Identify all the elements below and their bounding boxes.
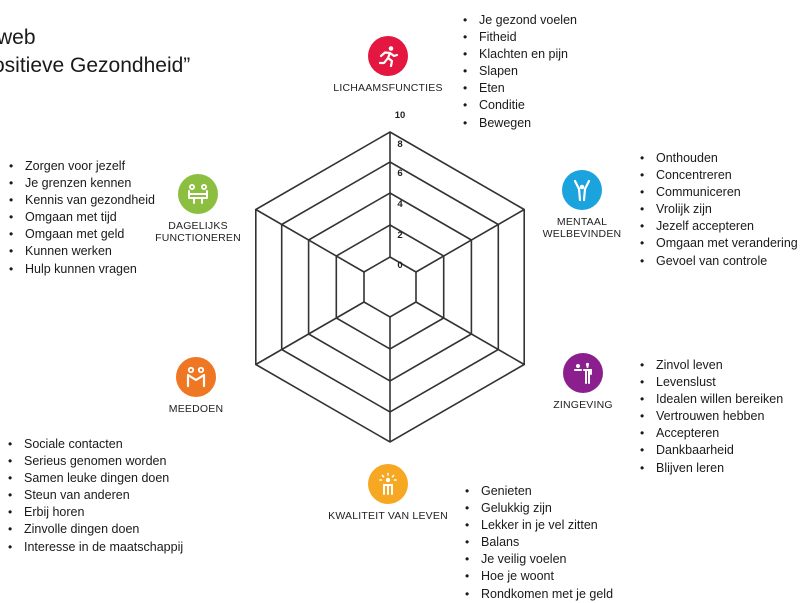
list-item: Slapen [460, 63, 577, 80]
list-item: Samen leuke dingen doen [5, 470, 183, 487]
list-item: Levenslust [637, 374, 783, 391]
list-item: Hulp kunnen vragen [6, 261, 155, 278]
dimension-lichaamsfuncties: LICHAAMSFUNCTIES [330, 36, 446, 94]
dimension-dagelijks-functioneren: DAGELIJKS FUNCTIONEREN [150, 174, 246, 244]
list-kwaliteit-van-leven: Genieten Gelukkig zijn Lekker in je vel … [462, 483, 613, 603]
list-item: Rondkomen met je geld [462, 586, 613, 603]
dimension-meedoen: MEEDOEN [153, 357, 239, 415]
web-spoke [255, 301, 365, 366]
list-item: Vrolijk zijn [637, 201, 798, 218]
list-item: Eten [460, 80, 577, 97]
list-item: Zorgen voor jezelf [6, 158, 155, 175]
scale-tick-label: 10 [395, 110, 406, 121]
web-ring [307, 192, 473, 382]
list-item: Steun van anderen [5, 487, 183, 504]
list-item: Zinvol leven [637, 357, 783, 374]
list-item: Serieus genomen worden [5, 453, 183, 470]
list-item: Interesse in de maatschappij [5, 539, 183, 556]
dimension-label: KWALITEIT VAN LEVEN [328, 510, 448, 522]
list-item: Onthouden [637, 150, 798, 167]
dimension-label-line-1: DAGELIJKS [168, 220, 228, 232]
dimension-zingeving: ZINGEVING [538, 353, 628, 411]
list-item: Omgaan met verandering [637, 235, 798, 252]
list-item: Klachten en pijn [460, 46, 577, 63]
list-item: Bewegen [460, 115, 577, 132]
two-people-icon [176, 357, 216, 397]
title-line-1: web [0, 26, 36, 49]
list-mentaal-welbevinden: Onthouden Concentreren Communiceren Vrol… [637, 150, 798, 270]
list-item: Gelukkig zijn [462, 500, 613, 517]
list-item: Concentreren [637, 167, 798, 184]
list-item: Vertrouwen hebben [637, 408, 783, 425]
dimension-label: MEEDOEN [168, 403, 224, 415]
list-item: Hoe je woont [462, 568, 613, 585]
page-title: web ositieve Gezondheid” [0, 24, 190, 80]
scale-tick-label: 0 [397, 260, 402, 271]
dimension-label-line-2: WELBEVINDEN [542, 228, 622, 240]
list-item: Idealen willen bereiken [637, 391, 783, 408]
list-item: Dankbaarheid [637, 442, 783, 459]
raised-arms-person-icon [562, 170, 602, 210]
list-item: Communiceren [637, 184, 798, 201]
list-item: Conditie [460, 97, 577, 114]
list-item: Je grenzen kennen [6, 175, 155, 192]
list-item: Genieten [462, 483, 613, 500]
web-ring [255, 131, 526, 443]
web-spoke [415, 208, 525, 273]
list-item: Omgaan met tijd [6, 209, 155, 226]
list-item: Blijven leren [637, 460, 783, 477]
scale-tick-label: 4 [397, 199, 403, 210]
person-at-desk-icon [178, 174, 218, 214]
list-item: Gevoel van controle [637, 253, 798, 270]
list-item: Sociale contacten [5, 436, 183, 453]
dimension-kwaliteit-van-leven: KWALITEIT VAN LEVEN [320, 464, 456, 522]
list-item: Balans [462, 534, 613, 551]
list-item: Je gezond voelen [460, 12, 577, 29]
list-item: Erbij horen [5, 504, 183, 521]
list-item: Je veilig voelen [462, 551, 613, 568]
list-lichaamsfuncties: Je gezond voelen Fitheid Klachten en pij… [460, 12, 577, 132]
dimension-label-line-2: FUNCTIONEREN [155, 232, 241, 244]
radiant-person-icon [368, 464, 408, 504]
list-zingeving: Zinvol leven Levenslust Idealen willen b… [637, 357, 783, 477]
running-person-icon [368, 36, 408, 76]
dimension-mentaal-welbevinden: MENTAAL WELBEVINDEN [532, 170, 632, 240]
list-meedoen: Sociale contacten Serieus genomen worden… [5, 436, 183, 556]
list-dagelijks-functioneren: Zorgen voor jezelf Je grenzen kennen Ken… [6, 158, 155, 278]
web-ring [363, 256, 417, 318]
list-item: Zinvolle dingen doen [5, 521, 183, 538]
web-ring [335, 224, 445, 350]
list-item: Omgaan met geld [6, 226, 155, 243]
title-line-2: ositieve Gezondheid” [0, 54, 191, 77]
list-item: Lekker in je vel zitten [462, 517, 613, 534]
list-item: Kennis van gezondheid [6, 192, 155, 209]
dimension-label: LICHAAMSFUNCTIES [333, 82, 443, 94]
list-item: Fitheid [460, 29, 577, 46]
scale-tick-label: 8 [397, 139, 402, 150]
web-spoke [255, 208, 365, 273]
dimension-label: ZINGEVING [553, 399, 613, 411]
list-item: Kunnen werken [6, 243, 155, 260]
web-ring [280, 161, 500, 413]
dimension-label-line-1: MENTAAL [556, 216, 608, 228]
web-spoke [415, 301, 525, 366]
scale-tick-label: 6 [397, 168, 402, 179]
list-item: Accepteren [637, 425, 783, 442]
scale-tick-label: 2 [397, 230, 402, 241]
list-item: Jezelf accepteren [637, 218, 798, 235]
person-with-flower-icon [563, 353, 603, 393]
